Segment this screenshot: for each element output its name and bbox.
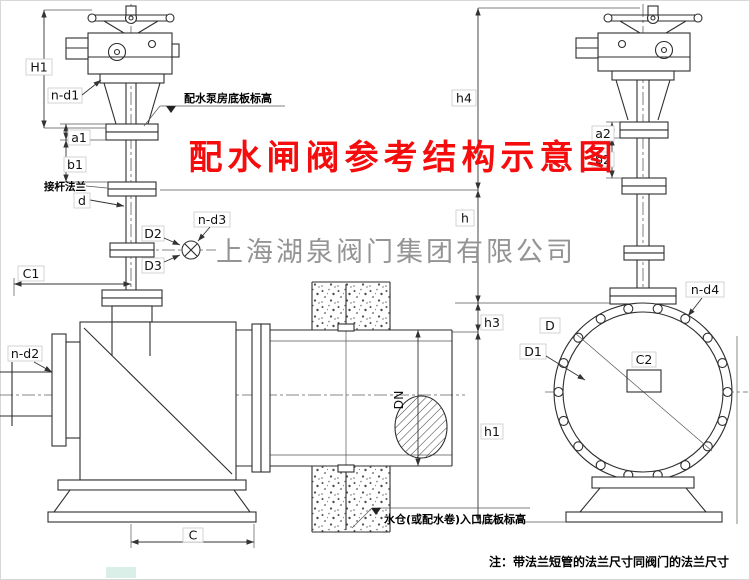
dim-label-d: d bbox=[78, 193, 86, 208]
dim-label-n-d3: n-d3 bbox=[198, 212, 226, 227]
left-view bbox=[0, 5, 453, 533]
left-actuator bbox=[65, 5, 180, 125]
bottom-note: 注：带法兰短管的法兰尺寸同阀门的法兰尺寸 bbox=[489, 554, 729, 569]
bonnet-neck bbox=[111, 305, 153, 323]
dim-label-n-d2: n-d2 bbox=[11, 346, 39, 361]
pipe-flange bbox=[251, 323, 262, 473]
dim-label-C2: C2 bbox=[636, 352, 653, 367]
actuator-body bbox=[87, 32, 173, 75]
inlet-flange-plate bbox=[51, 333, 67, 447]
dim-label-h: h bbox=[461, 211, 469, 226]
dim-label-a1: a1 bbox=[71, 130, 87, 145]
right-stem bbox=[609, 80, 677, 305]
labels: H1 n-d1 配水泵房底板标高 a1 b1 接杆法兰 d D2 D3 n-d3… bbox=[7, 58, 725, 543]
company-watermark: 上海湖泉阀门集团有限公司 bbox=[216, 237, 576, 268]
actuator-body bbox=[597, 32, 691, 72]
dim-label-h4: h4 bbox=[456, 91, 472, 106]
dim-label-b2: b2 bbox=[595, 152, 611, 167]
dim-label-D: D bbox=[545, 318, 555, 333]
concrete-wall bbox=[311, 281, 391, 533]
handwheel-stub bbox=[125, 5, 137, 16]
flange-face-view bbox=[553, 302, 738, 524]
stamp-artifact bbox=[106, 567, 136, 578]
dim-label-a2: a2 bbox=[595, 126, 611, 141]
dim-label-C1: C1 bbox=[23, 266, 40, 281]
dim-label-H1: H1 bbox=[30, 60, 47, 75]
actuator-base-flange bbox=[99, 73, 165, 84]
stem-flange-label: 接杆法兰 bbox=[44, 180, 86, 193]
dimension-lines bbox=[13, 7, 640, 548]
dim-label-DN: DN bbox=[391, 391, 406, 410]
dim-label-D1: D1 bbox=[524, 344, 542, 359]
anchor-plate bbox=[337, 323, 355, 332]
diagram-title: 配水闸阀参考结构示意图 bbox=[189, 138, 618, 178]
wall-opening-section bbox=[394, 395, 448, 459]
dim-label-C: C bbox=[189, 528, 198, 543]
dim-label-h3: h3 bbox=[484, 315, 500, 330]
bolt-hole-symbol bbox=[181, 240, 201, 260]
stem-connecting-flange bbox=[107, 181, 157, 190]
elevation-mark-icon bbox=[371, 508, 381, 515]
elevation-mark-icon bbox=[166, 106, 176, 113]
right-view bbox=[553, 5, 738, 524]
right-actuator bbox=[575, 5, 703, 121]
stem-nut-section bbox=[626, 369, 662, 393]
dim-label-D3: D3 bbox=[144, 258, 162, 273]
dim-label-n-d4: n-d4 bbox=[691, 282, 719, 297]
right-base bbox=[565, 476, 723, 523]
pump-room-elevation-label: 配水泵房底板标高 bbox=[184, 91, 272, 105]
dim-label-D2: D2 bbox=[144, 226, 162, 241]
left-base bbox=[47, 479, 257, 523]
dim-label-h1: h1 bbox=[484, 424, 500, 439]
inlet-elevation-label: 水仓(或配水卷)入口底板标高 bbox=[384, 512, 526, 526]
dim-label-n-d1: n-d1 bbox=[51, 88, 79, 103]
valve-body bbox=[0, 321, 237, 481]
left-stem bbox=[101, 83, 163, 323]
dim-label-b1: b1 bbox=[67, 157, 83, 172]
